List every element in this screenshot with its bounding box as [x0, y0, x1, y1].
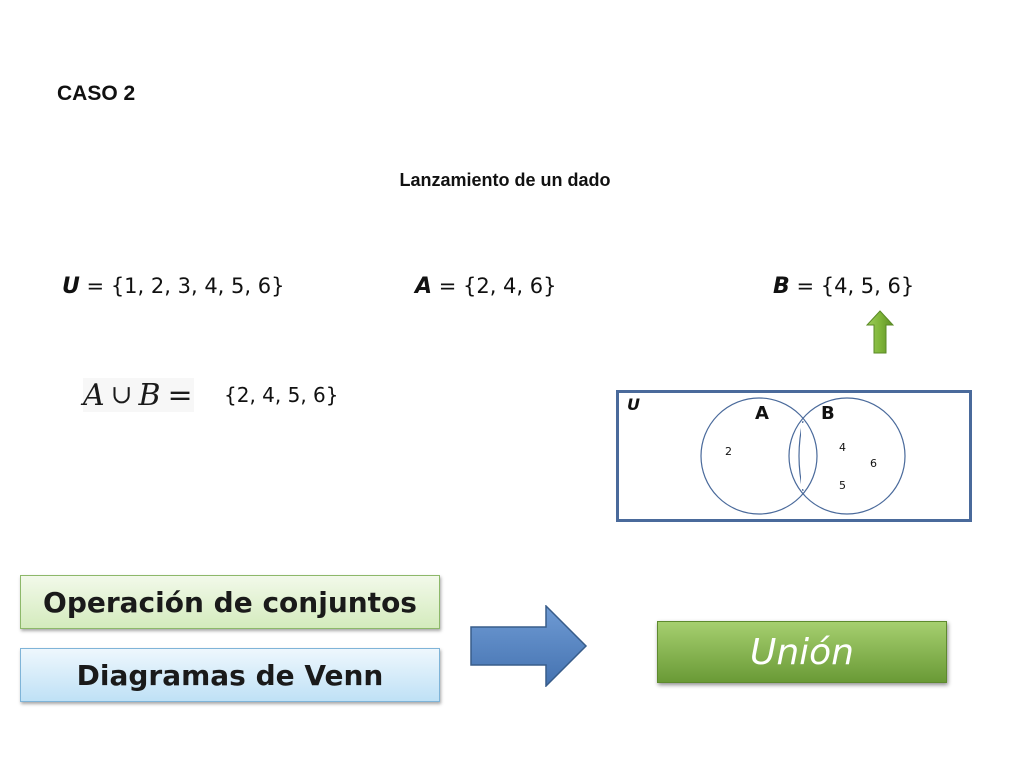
- set-u-elements: = {1, 2, 3, 4, 5, 6}: [79, 274, 285, 298]
- union-box: Unión: [657, 621, 947, 683]
- formula-set-a: A: [83, 377, 106, 413]
- union-formula: A ∪ B =: [83, 377, 194, 413]
- slide-subtitle: Lanzamiento de un dado: [399, 170, 611, 190]
- union-result: {2, 4, 5, 6}: [224, 383, 339, 407]
- set-b-symbol: B: [773, 274, 790, 299]
- set-a-symbol: A: [415, 274, 433, 299]
- union-operator: ∪: [110, 380, 134, 410]
- venn-set-a-label: A: [755, 403, 769, 424]
- venn-value-four: 4: [839, 441, 846, 454]
- venn-circles: [700, 397, 906, 515]
- venn-diagram: U A B 2 4 6 5: [616, 390, 972, 522]
- formula-equals: =: [167, 377, 194, 413]
- set-a-elements: = {2, 4, 6}: [432, 274, 557, 298]
- up-arrow-icon: [866, 310, 894, 354]
- venn-set-b-label: B: [821, 403, 835, 424]
- venn-universe-label: U: [627, 395, 640, 414]
- set-b-elements: = {4, 5, 6}: [789, 274, 915, 298]
- venn-value-five: 5: [839, 479, 846, 492]
- set-b-definition: B = {4, 5, 6}: [773, 274, 914, 299]
- venn-value-a-only: 2: [725, 445, 732, 458]
- set-u-symbol: U: [62, 274, 80, 299]
- case-title: CASO 2: [57, 82, 136, 105]
- venn-value-six: 6: [870, 457, 877, 470]
- operation-box: Operación de conjuntos: [20, 575, 440, 629]
- right-arrow-icon: [470, 605, 588, 687]
- formula-set-b: B: [138, 377, 162, 413]
- set-u-definition: U = {1, 2, 3, 4, 5, 6}: [62, 274, 284, 299]
- venn-diagrams-box: Diagramas de Venn: [20, 648, 440, 702]
- set-a-definition: A = {2, 4, 6}: [415, 274, 556, 299]
